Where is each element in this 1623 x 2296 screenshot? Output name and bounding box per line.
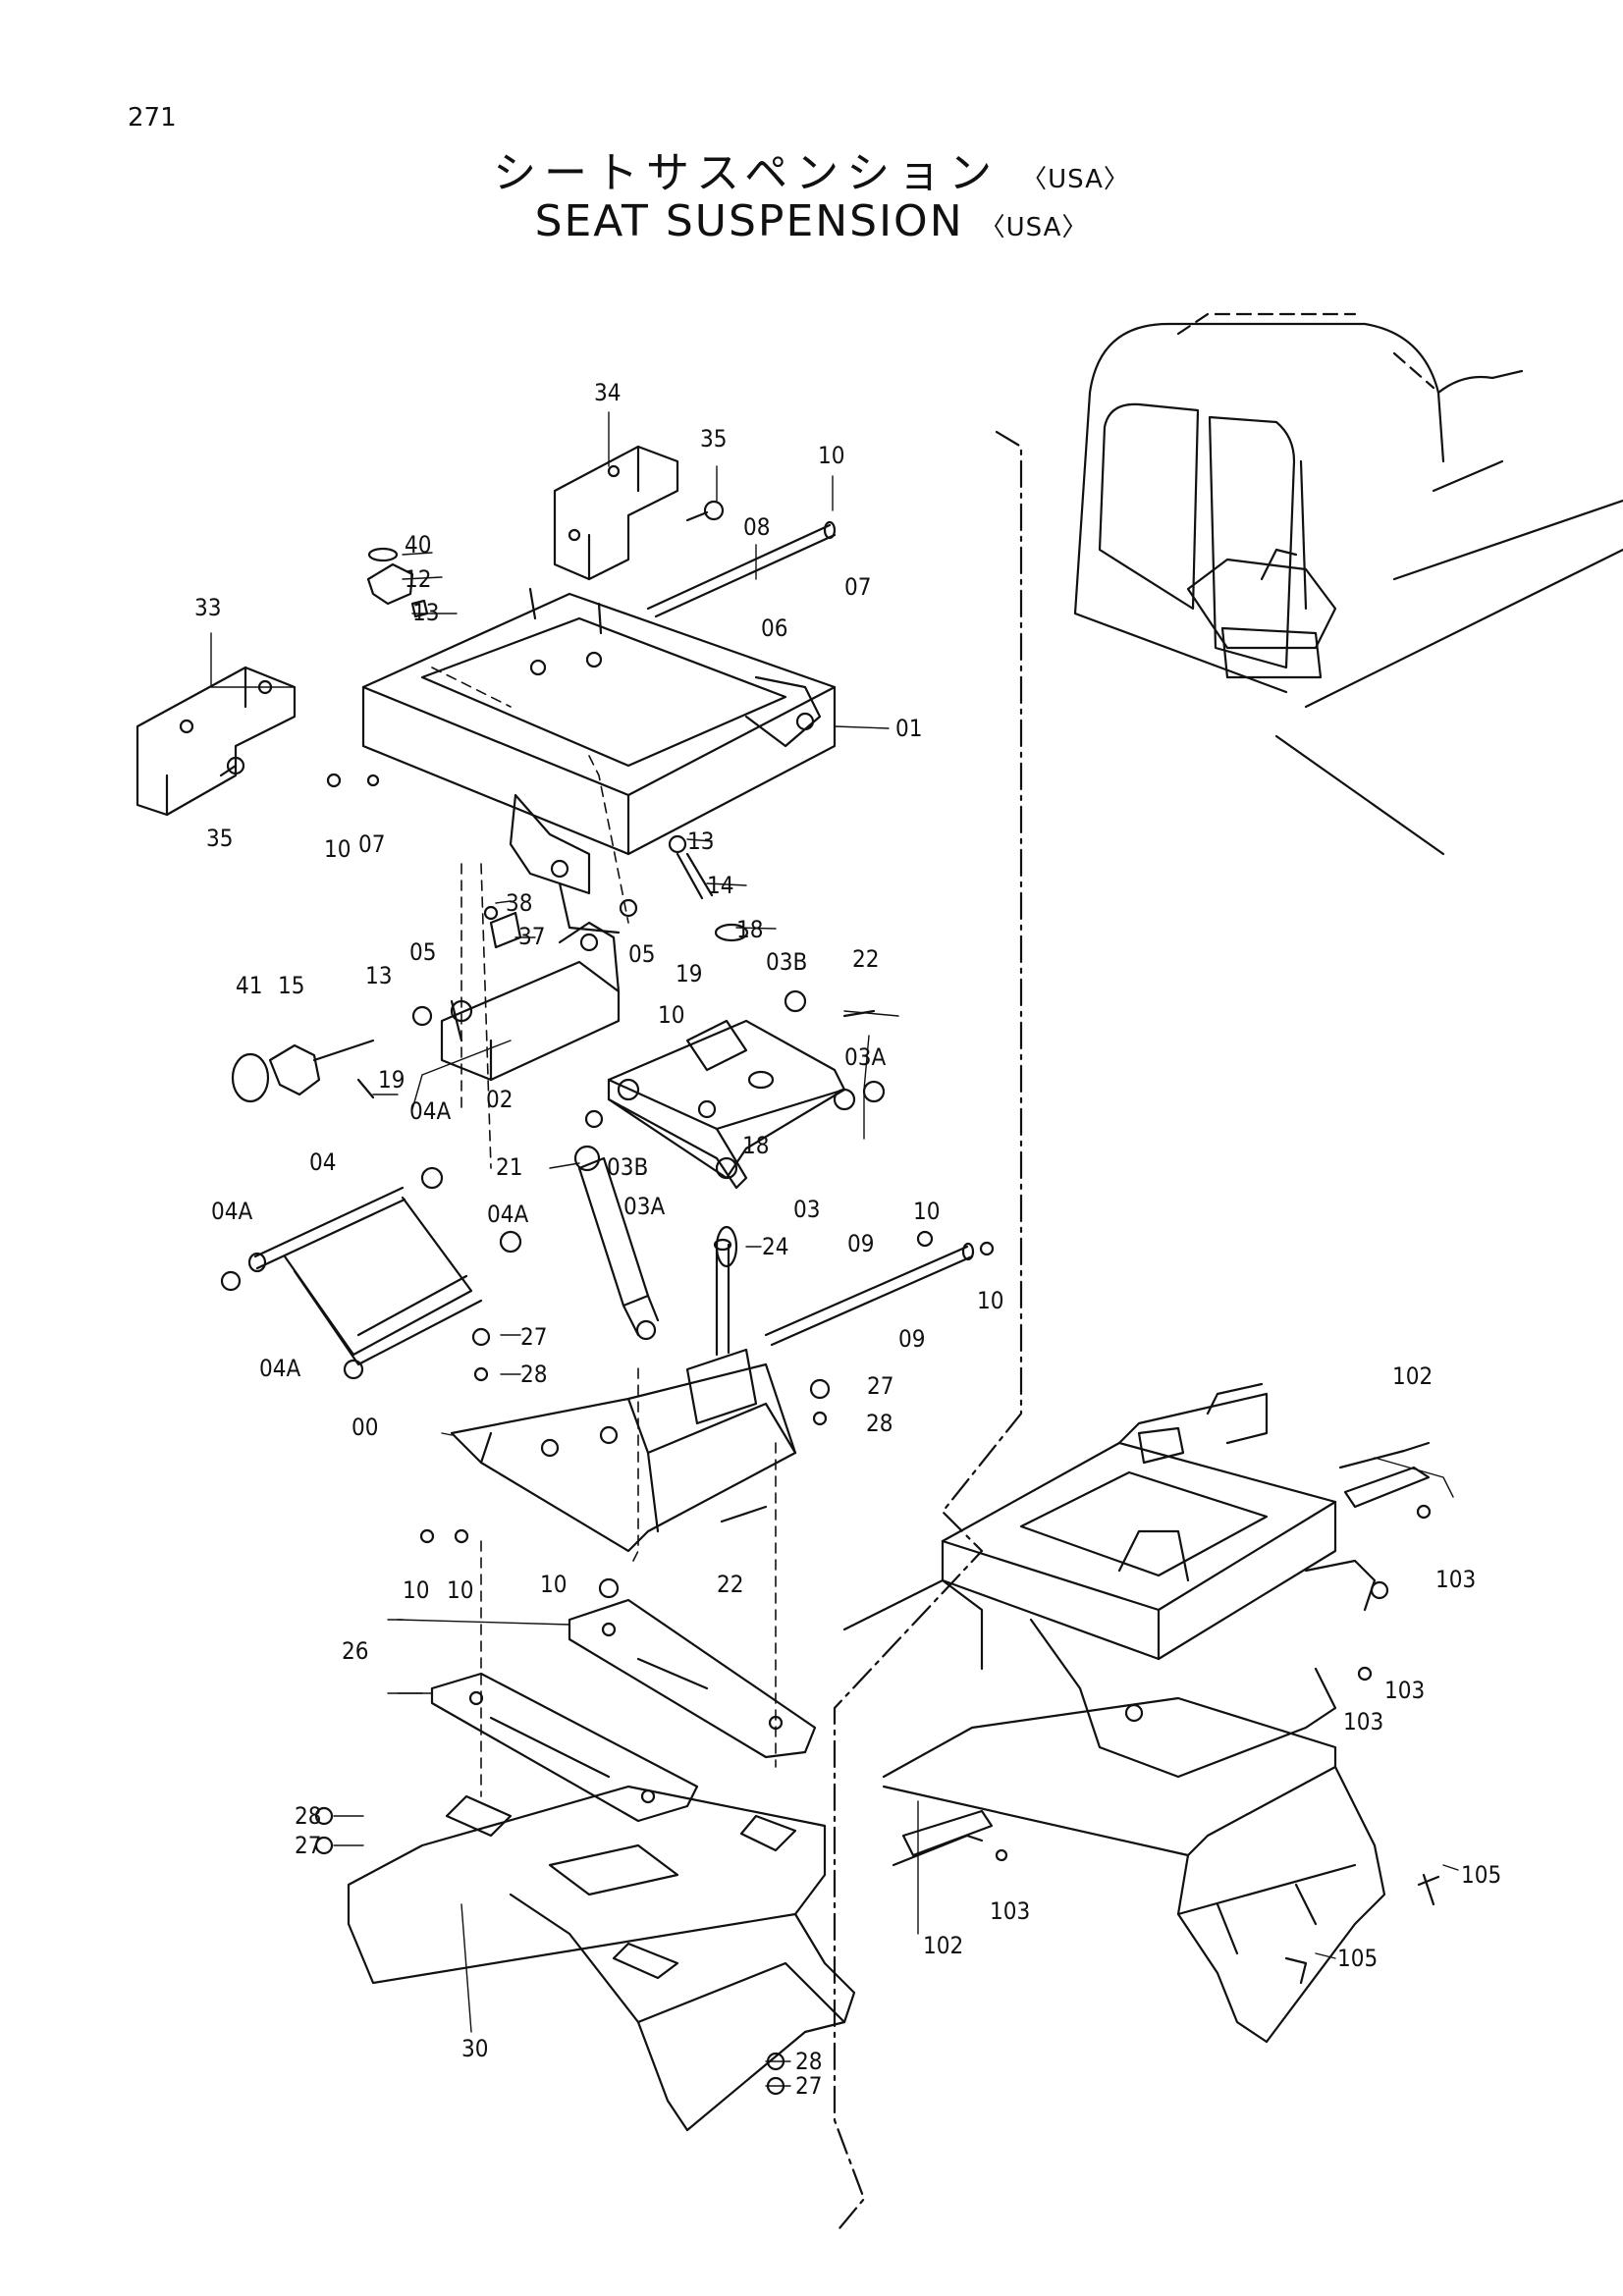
callout-label: 10 <box>977 1287 1003 1314</box>
bracket-33 <box>135 666 297 817</box>
callout-label: 40 <box>405 531 431 559</box>
callout-label: 10 <box>447 1576 473 1604</box>
callout-label: 13 <box>365 962 392 989</box>
callout-label: 24 <box>762 1233 788 1260</box>
callout-label: 105 <box>1461 1861 1501 1889</box>
callout-label: 37 <box>518 923 545 950</box>
callout-label: 18 <box>742 1132 769 1159</box>
callout-label: 09 <box>898 1325 925 1353</box>
callout-label: 10 <box>540 1571 567 1598</box>
callout-label: 14 <box>707 872 733 899</box>
callout-label: 08 <box>743 513 770 541</box>
callout-label: 103 <box>990 1897 1030 1925</box>
bracket-34 <box>553 445 679 581</box>
callout-label: 30 <box>461 2035 488 2062</box>
title-japanese-text: シートサスペンション <box>493 148 1001 198</box>
assembled-suspension <box>842 1382 1431 2044</box>
callout-label: 103 <box>1384 1677 1425 1704</box>
callout-label: 03 <box>793 1196 820 1223</box>
callout-label: 102 <box>923 1932 963 1959</box>
callout-label: 03A <box>844 1043 886 1071</box>
callout-label: 10 <box>324 835 351 863</box>
suspension-base-00 <box>450 1238 797 1553</box>
hardware-parts <box>219 500 1440 2096</box>
callout-label: 04A <box>487 1201 528 1228</box>
callout-label: 05 <box>409 938 436 966</box>
callout-label: 13 <box>687 828 714 855</box>
callout-label: 07 <box>844 573 871 601</box>
callout-label: 28 <box>295 1802 321 1830</box>
slide-rails-26 <box>430 1598 817 1823</box>
callout-label: 09 <box>847 1230 874 1257</box>
callout-label: 10 <box>403 1576 429 1604</box>
callout-label: 27 <box>867 1372 893 1400</box>
cab-illustration <box>1073 312 1623 856</box>
callout-label: 00 <box>352 1414 378 1441</box>
callout-label: 33 <box>194 594 221 621</box>
callout-label: 41 <box>236 972 262 999</box>
callout-label: 15 <box>278 972 304 999</box>
callout-leaders <box>210 411 1459 2087</box>
callout-label: 27 <box>520 1323 547 1351</box>
callout-label: 01 <box>895 715 922 742</box>
shock-absorber-21 <box>573 1145 660 1341</box>
callout-label: 10 <box>913 1198 940 1225</box>
callout-label: 13 <box>412 599 439 626</box>
callout-label: 04A <box>409 1097 451 1125</box>
callout-label: 04A <box>211 1198 252 1225</box>
callout-label: 102 <box>1392 1362 1433 1390</box>
callout-label: 28 <box>795 2048 822 2075</box>
callout-label: 05 <box>628 940 655 968</box>
callout-label: 22 <box>717 1571 743 1598</box>
title-english: SEAT SUSPENSION 〈USA〉 <box>0 196 1623 246</box>
callout-label: 28 <box>520 1361 547 1388</box>
callout-label: 02 <box>486 1086 513 1113</box>
callout-label: 27 <box>295 1832 321 1859</box>
title-suffix-en: 〈USA〉 <box>979 213 1089 242</box>
callout-label: 04A <box>259 1355 300 1382</box>
callout-label: 26 <box>342 1637 368 1665</box>
link-arm-03 <box>607 1019 856 1190</box>
rod-08 <box>646 520 837 618</box>
callout-label: 28 <box>866 1410 893 1437</box>
callout-label: 19 <box>676 960 702 988</box>
title-japanese: シートサスペンション 〈USA〉 <box>0 137 1623 200</box>
title-suffix-jp: 〈USA〉 <box>1021 165 1130 194</box>
callout-label: 38 <box>506 889 532 917</box>
callout-label: 35 <box>700 425 727 453</box>
callout-label: 10 <box>818 442 844 469</box>
page-number: 271 <box>128 103 177 133</box>
callout-label: 03B <box>607 1153 648 1181</box>
callout-label: 105 <box>1337 1945 1378 1972</box>
callout-label: 06 <box>761 614 787 642</box>
callout-label: 34 <box>594 379 621 406</box>
callout-label: 03B <box>766 948 807 976</box>
callout-label: 22 <box>852 945 879 973</box>
suspension-bracket-02 <box>440 911 621 1082</box>
rod-09 <box>764 1242 975 1347</box>
callout-label: 21 <box>496 1153 522 1181</box>
callout-label: 103 <box>1343 1708 1383 1735</box>
callout-label: 10 <box>658 1001 684 1029</box>
callout-label: 18 <box>736 916 763 943</box>
part-callouts: 34 35 10 08 07 06 40 12 13 33 01 35 10 0… <box>194 379 1501 2100</box>
callout-label: 03A <box>623 1193 665 1220</box>
title-english-text: SEAT SUSPENSION <box>534 196 964 246</box>
callout-label: 19 <box>378 1066 405 1094</box>
callout-label: 12 <box>405 565 431 593</box>
link-frame-04 <box>247 1186 483 1366</box>
seat-stand-30 <box>347 1785 856 2132</box>
group-separator <box>833 430 1023 2230</box>
callout-label: 35 <box>206 825 233 852</box>
assembly-lines <box>431 667 777 1797</box>
callout-label: 103 <box>1435 1566 1476 1593</box>
callout-label: 07 <box>358 830 385 858</box>
callout-label: 04 <box>309 1148 336 1176</box>
callout-label: 27 <box>795 2072 822 2100</box>
